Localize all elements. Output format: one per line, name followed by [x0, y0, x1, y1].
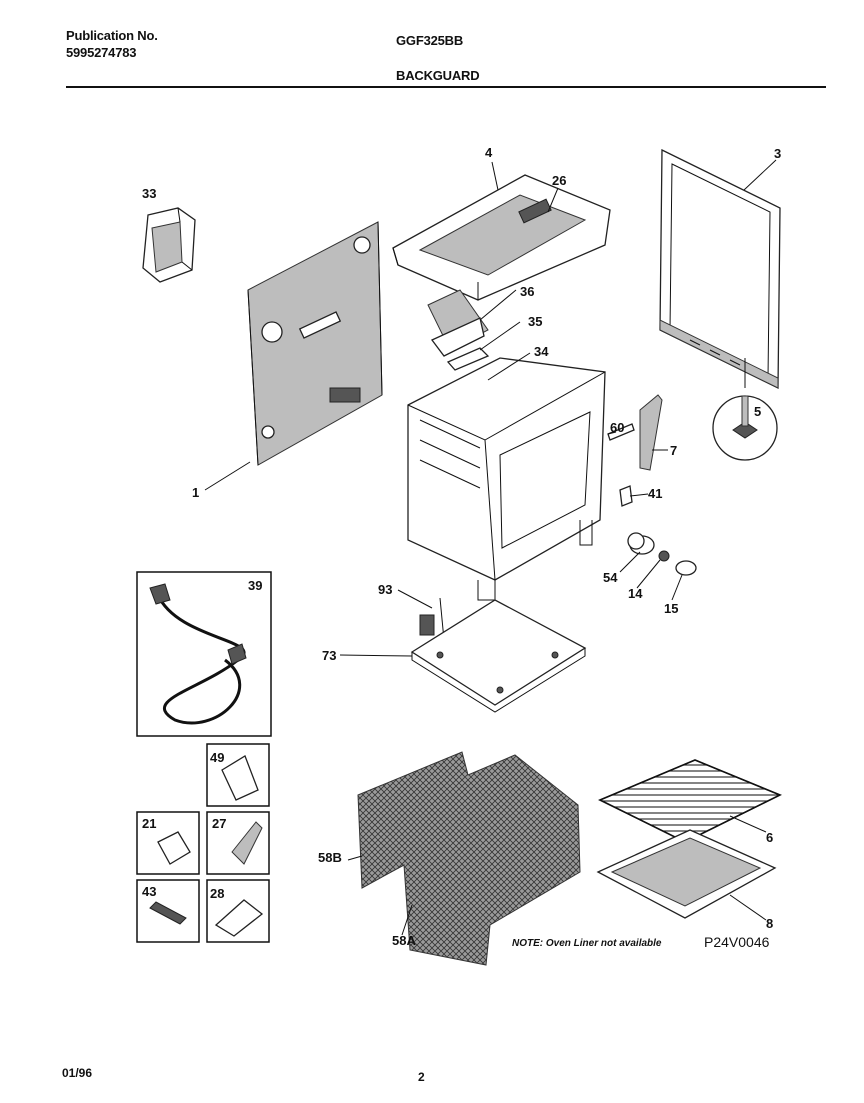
page-number: 2 — [418, 1070, 425, 1084]
callout-60: 60 — [610, 420, 624, 435]
part-7-hinge — [639, 394, 663, 471]
callout-labels: 1 3 4 5 6 7 8 14 15 21 26 27 28 33 34 35… — [142, 145, 781, 948]
callout-5: 5 — [754, 404, 761, 419]
callout-6: 6 — [766, 830, 773, 845]
callout-26: 26 — [552, 173, 566, 188]
part-14-ring — [658, 550, 670, 562]
callout-4: 4 — [485, 145, 493, 160]
part-73-bottom-panel — [410, 599, 587, 713]
part-27-clamp — [231, 821, 263, 865]
callout-35: 35 — [528, 314, 542, 329]
section-title: BACKGUARD — [396, 68, 480, 83]
part-60-clip — [607, 423, 635, 441]
callout-39: 39 — [248, 578, 262, 593]
part-49-bracket — [221, 755, 259, 801]
publication-label: Publication No. — [66, 28, 158, 43]
part-8-broiler-pan — [596, 829, 777, 919]
callout-49: 49 — [210, 750, 224, 765]
callout-58b: 58B — [318, 850, 342, 865]
part-58-insulation — [357, 751, 581, 966]
part-6-oven-rack — [598, 759, 782, 843]
publication-number: 5995274783 — [66, 45, 137, 60]
part-33-box — [142, 207, 196, 283]
callout-58a: 58A — [392, 933, 416, 948]
callout-21: 21 — [142, 816, 156, 831]
callout-8: 8 — [766, 916, 773, 931]
part-28-bracket — [214, 899, 264, 937]
model-number: GGF325BB — [396, 33, 464, 48]
callout-15: 15 — [664, 601, 678, 616]
callout-1: 1 — [192, 485, 199, 500]
callout-34: 34 — [534, 344, 549, 359]
part-39-cord-box — [136, 571, 272, 737]
callout-27: 27 — [212, 816, 226, 831]
callout-33: 33 — [142, 186, 156, 201]
part-43-screw — [149, 901, 187, 925]
part-43-box — [136, 879, 200, 943]
footer-date: 01/96 — [62, 1066, 93, 1080]
part-27-box — [206, 811, 270, 875]
callout-14: 14 — [628, 586, 643, 601]
callout-54: 54 — [603, 570, 618, 585]
leader-lines — [204, 159, 777, 936]
callout-93: 93 — [378, 582, 392, 597]
part-4-burner-box — [392, 174, 611, 301]
callout-3: 3 — [774, 146, 781, 161]
oven-liner-note: NOTE: Oven Liner not available — [512, 938, 662, 949]
part-3-backguard — [659, 148, 781, 390]
part-36-duct — [427, 289, 489, 357]
callout-43: 43 — [142, 884, 156, 899]
part-1-back-panel — [247, 221, 383, 466]
part-5-leveler-detail — [712, 358, 778, 461]
callout-73: 73 — [322, 648, 336, 663]
figure-code: P24V0046 — [704, 934, 770, 950]
part-54-socket — [627, 532, 655, 555]
oven-cabinet — [407, 357, 606, 601]
callout-36: 36 — [520, 284, 534, 299]
callout-28: 28 — [210, 886, 224, 901]
header-rule — [66, 86, 826, 88]
part-35-bracket — [446, 347, 490, 371]
part-15-bulb — [675, 560, 697, 576]
callout-7: 7 — [670, 443, 677, 458]
callout-41: 41 — [648, 486, 662, 501]
part-41-clip — [619, 485, 633, 507]
part-21-grommet — [157, 831, 191, 865]
